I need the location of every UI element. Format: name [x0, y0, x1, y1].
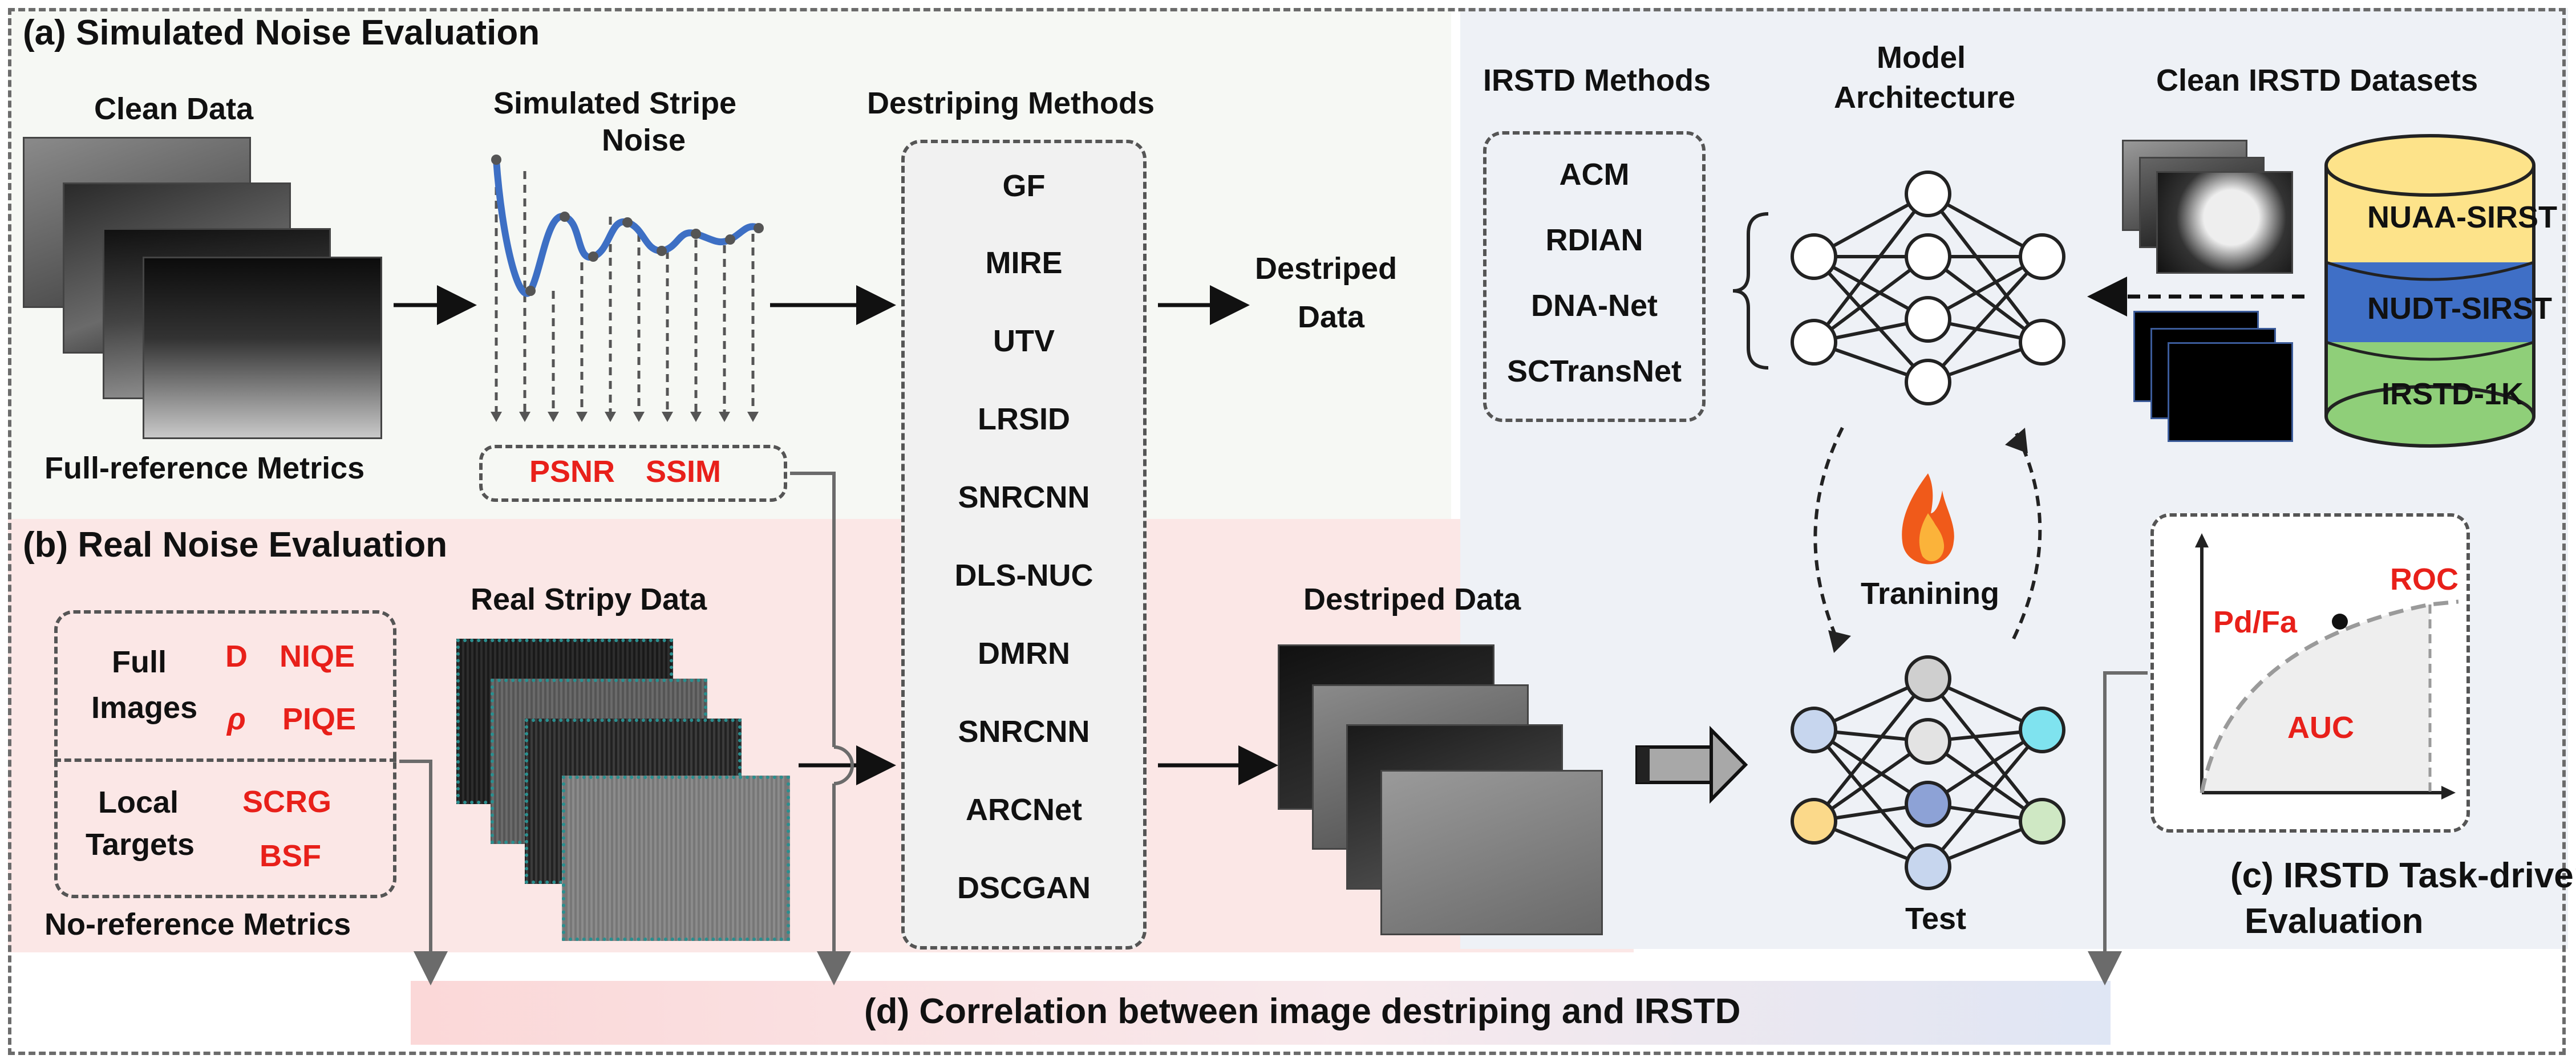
method-dscgan: DSCGAN — [957, 871, 1091, 905]
auc-label: AUC — [2287, 711, 2354, 745]
psnr-metric: PSNR — [529, 455, 615, 489]
section-b-title: (b) Real Noise Evaluation — [23, 525, 448, 565]
model-architecture-label-2: Architecture — [1834, 80, 2016, 115]
section-d-title: (d) Correlation between image destriping… — [864, 992, 1741, 1031]
metric-scrg: SCRG — [242, 785, 332, 819]
clean-data-label: Clean Data — [94, 92, 254, 126]
section-c-title-line1: (c) IRSTD Task-driven — [2230, 856, 2576, 895]
method-gf: GF — [1002, 169, 1046, 203]
no-reference-metrics-label: No-reference Metrics — [44, 907, 351, 942]
test-label: Test — [1905, 902, 1967, 936]
full-images-label-2: Images — [91, 691, 198, 725]
no-reference-metrics-box — [54, 610, 396, 898]
model-architecture-label-1: Model — [1877, 40, 1966, 75]
destriping-methods-box — [901, 140, 1147, 950]
method-mire: MIRE — [985, 246, 1063, 280]
training-cycle — [1813, 427, 2042, 653]
irstd-methods-box — [1483, 131, 1706, 422]
method-utv: UTV — [993, 324, 1055, 358]
method-dls-nuc: DLS-NUC — [954, 558, 1093, 593]
irstd-method-dna-net: DNA-Net — [1531, 289, 1658, 323]
local-targets-label-1: Local — [98, 785, 179, 819]
dataset-nuaa-sirst: NUAA-SIRST — [2367, 200, 2557, 234]
metric-rho: ρ — [227, 702, 246, 736]
metric-niqe: NIQE — [280, 639, 355, 673]
irstd-method-acm: ACM — [1559, 157, 1630, 192]
method-arcnet: ARCNet — [965, 793, 1082, 827]
destriped-data-label-b: Destriped Data — [1303, 582, 1521, 616]
clean-irstd-datasets-title: Clean IRSTD Datasets — [2156, 63, 2478, 98]
training-label: Tranining — [1861, 577, 1999, 611]
irstd-method-sctransnet: SCTransNet — [1506, 354, 1682, 388]
metric-bsf: BSF — [260, 839, 321, 873]
method-dmrn: DMRN — [978, 636, 1070, 671]
section-a-title: (a) Simulated Noise Evaluation — [23, 13, 540, 52]
methods-brace — [1732, 212, 1769, 370]
full-reference-metrics-label: Full-reference Metrics — [44, 451, 365, 485]
irstd-methods-title: IRSTD Methods — [1483, 63, 1711, 98]
correlation-bar — [411, 981, 2111, 1045]
method-snrcnn-2: SNRCNN — [958, 715, 1090, 749]
local-targets-label-2: Targets — [86, 827, 195, 862]
real-stripy-data-label: Real Stripy Data — [471, 582, 707, 616]
ssim-metric: SSIM — [646, 455, 722, 489]
metric-d: D — [225, 639, 248, 673]
metrics-divider — [54, 758, 396, 762]
method-lrsid: LRSID — [978, 402, 1070, 436]
destriping-methods-title: Destriping Methods — [867, 86, 1155, 120]
roc-label: ROC — [2390, 562, 2458, 597]
roc-curve-plot — [2195, 533, 2458, 800]
pdfa-label: Pd/Fa — [2213, 605, 2298, 639]
metric-piqe: PIQE — [282, 702, 357, 736]
dataset-nudt-sirst: NUDT-SIRST — [2367, 291, 2552, 326]
simulated-stripe-label-2: Noise — [602, 123, 686, 157]
destriped-data-label-2: Data — [1298, 300, 1365, 334]
dataset-nudt-band — [2326, 262, 2534, 342]
test-network — [1791, 655, 2065, 890]
dataset-irstd-1k: IRSTD-1K — [2381, 377, 2524, 411]
full-reference-metrics-box — [479, 445, 787, 502]
datasets-cylinder — [2324, 134, 2536, 448]
outer-frame — [8, 8, 2566, 1055]
destriped-data-label-1: Destriped — [1255, 251, 1398, 286]
model-architecture-network — [1791, 171, 2065, 405]
full-images-label-1: Full — [112, 645, 167, 679]
irstd-method-rdian: RDIAN — [1545, 223, 1643, 257]
method-snrcnn: SNRCNN — [958, 480, 1090, 514]
simulated-stripe-label-1: Simulated Stripe — [493, 86, 737, 120]
section-c-title-line2: Evaluation — [2245, 902, 2424, 941]
stripe-noise-plot — [491, 155, 764, 422]
